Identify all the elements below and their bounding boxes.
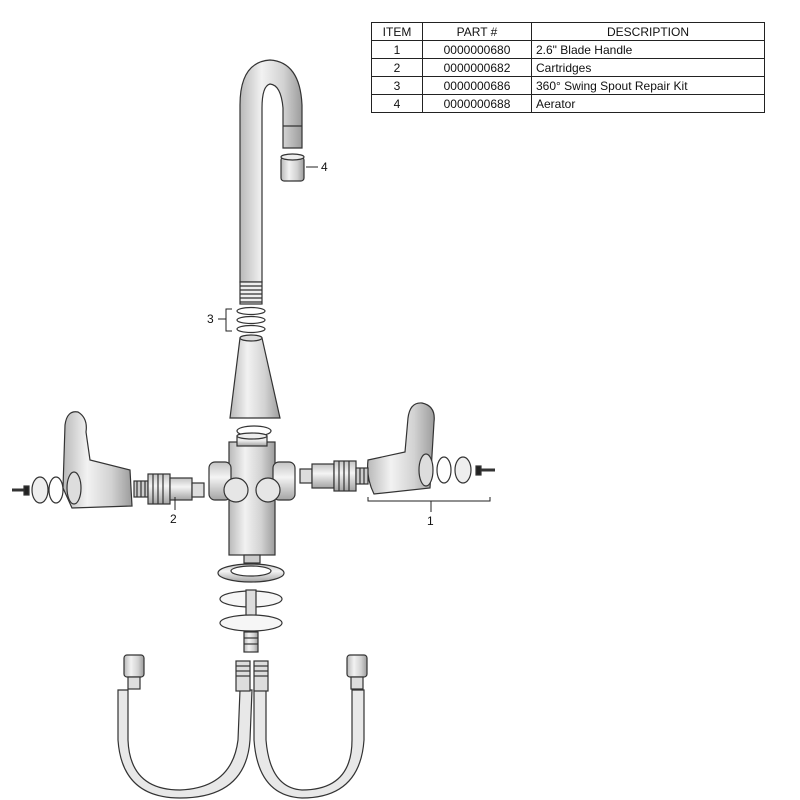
row-description: Cartridges — [531, 58, 765, 77]
table-row: 4 0000000688 Aerator — [371, 94, 765, 113]
right-bonnet-ring — [436, 456, 452, 484]
row-part-number: 0000000688 — [422, 94, 532, 113]
left-cartridge — [133, 473, 205, 505]
callout-1: 1 — [427, 514, 434, 528]
right-cartridge — [299, 460, 369, 492]
left-supply-hose — [117, 654, 253, 799]
table-row: 2 0000000682 Cartridges — [371, 58, 765, 77]
spout-o-rings — [236, 306, 266, 334]
row-part-number: 0000000686 — [422, 76, 532, 95]
table-row: 3 0000000686 360° Swing Spout Repair Kit — [371, 76, 765, 95]
right-index-button — [454, 456, 472, 484]
parts-table: ITEM PART # DESCRIPTION 1 0000000680 2.6… — [371, 22, 765, 113]
hose-connector — [243, 631, 259, 653]
faucet-body — [208, 432, 296, 564]
right-blade-handle — [367, 402, 435, 495]
aerator — [280, 153, 305, 182]
mounting-washer — [217, 563, 285, 583]
mounting-nut — [219, 614, 283, 632]
row-description: Aerator — [531, 94, 765, 113]
right-supply-hose — [253, 654, 368, 799]
right-handle-screw — [475, 465, 495, 476]
callout-2: 2 — [170, 512, 177, 526]
spout-base — [229, 334, 281, 419]
callout-leaders — [174, 166, 491, 512]
callout-3: 3 — [207, 312, 214, 326]
spout-thread — [239, 281, 263, 305]
callout-4: 4 — [321, 160, 328, 174]
left-handle-screw — [12, 485, 30, 496]
left-bonnet-ring — [48, 476, 64, 504]
spout — [239, 59, 303, 283]
left-index-button — [31, 476, 49, 504]
left-blade-handle — [62, 411, 133, 509]
